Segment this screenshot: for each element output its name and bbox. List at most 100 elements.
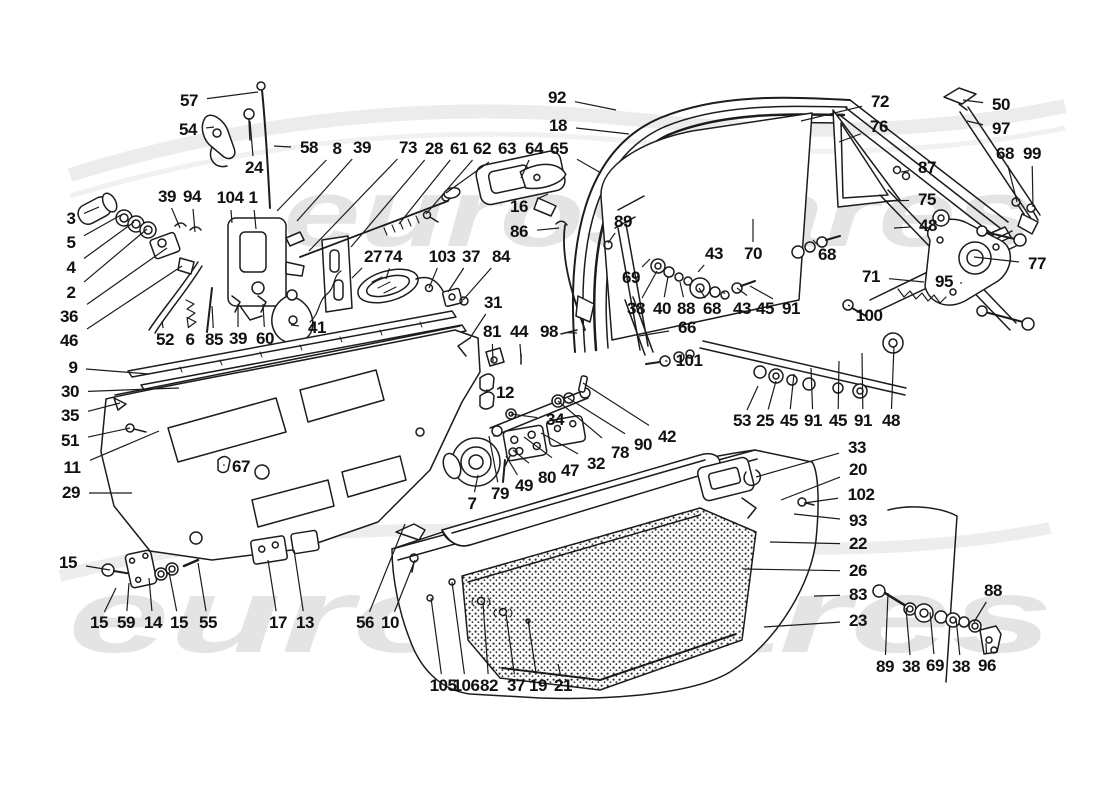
leader-line — [973, 256, 1020, 263]
leader-line — [520, 159, 530, 179]
leader-line — [425, 159, 473, 215]
leader-line — [966, 120, 984, 126]
leader-line — [810, 367, 814, 410]
leader-line — [800, 105, 863, 122]
glass-outline-drawing — [887, 506, 958, 683]
leader-line — [769, 541, 841, 545]
fastener-row-drawing — [872, 584, 1002, 655]
leader-line — [86, 247, 168, 305]
leader-line — [1007, 165, 1018, 203]
leader-line — [536, 227, 560, 231]
leader-line — [536, 193, 549, 200]
leader-line — [574, 101, 617, 111]
leader-line — [469, 313, 487, 339]
leader-line — [351, 267, 363, 279]
leader-line — [847, 304, 851, 307]
leader-line — [883, 199, 910, 202]
leader-line — [746, 385, 759, 411]
leader-line — [168, 571, 178, 612]
leader-line — [267, 559, 277, 612]
leader-line — [755, 452, 840, 478]
glass-channel-drawing — [603, 223, 654, 356]
leader-line — [722, 291, 726, 295]
leader-line — [884, 592, 889, 656]
leader-line — [763, 621, 841, 628]
leader-line — [749, 285, 774, 300]
leader-line — [888, 278, 925, 283]
leader-line — [861, 352, 864, 410]
leader-line — [803, 497, 839, 504]
leader-line — [368, 523, 406, 613]
leader-line — [447, 267, 465, 293]
leader-line — [742, 568, 841, 572]
leader-line — [813, 594, 841, 597]
leader-line — [89, 430, 160, 461]
leader-line — [736, 287, 748, 296]
leader-line — [607, 232, 616, 244]
door-card-drawing — [391, 449, 819, 700]
leader-line — [473, 474, 479, 493]
leader-line — [505, 455, 518, 476]
leader-line — [230, 209, 233, 224]
leader-line — [205, 126, 215, 129]
leader-line — [567, 397, 626, 435]
leader-line — [698, 287, 706, 299]
leader-line — [148, 577, 153, 612]
roller-washer-drawing — [645, 235, 868, 399]
leader-line — [482, 602, 489, 675]
leader-line — [273, 145, 292, 148]
leader-line — [249, 120, 254, 157]
leader-line — [262, 303, 265, 328]
leader-line — [85, 368, 150, 375]
leader-line — [505, 613, 515, 675]
leader-line — [557, 663, 561, 675]
leader-line — [900, 170, 910, 173]
leader-line — [83, 214, 122, 237]
leader-line — [192, 208, 196, 233]
leader-line — [679, 281, 684, 298]
leader-line — [893, 226, 911, 229]
leader-line — [663, 276, 669, 298]
leader-line — [582, 382, 650, 426]
leader-line — [83, 228, 148, 283]
leader-line — [955, 617, 961, 656]
leader-line — [87, 402, 121, 412]
leader-line — [929, 611, 935, 655]
leader-line — [308, 158, 398, 252]
leader-line — [527, 619, 537, 675]
leader-line — [103, 587, 117, 613]
leader-line — [488, 435, 499, 483]
leader-line — [161, 320, 164, 329]
leader-line — [428, 267, 438, 289]
leader-line — [197, 562, 207, 612]
leader-line — [296, 158, 353, 222]
leader-line — [519, 343, 522, 358]
leader-line — [385, 268, 390, 280]
leader-line — [398, 159, 451, 225]
leader-line — [430, 597, 442, 675]
leader-line — [838, 133, 862, 143]
leader-line — [451, 581, 465, 675]
leader-line — [83, 221, 135, 259]
leader-line — [905, 607, 911, 656]
leader-line — [576, 158, 602, 174]
leader-line — [557, 400, 603, 439]
leader-line — [812, 239, 818, 245]
mirror-drawing — [357, 268, 469, 308]
leader-line — [462, 267, 492, 301]
leader-line — [638, 330, 670, 337]
leader-line — [83, 206, 100, 214]
leader-line — [523, 436, 553, 459]
leader-line — [540, 432, 579, 455]
leader-line — [890, 345, 895, 410]
leader-line — [793, 513, 841, 520]
door-glass-drawing — [600, 112, 813, 341]
leader-line — [350, 159, 426, 248]
vent-divider-drawing — [892, 87, 1041, 235]
leader-line — [641, 270, 658, 299]
leader-line — [126, 582, 130, 612]
leader-line — [512, 449, 530, 464]
leader-line — [186, 316, 190, 329]
